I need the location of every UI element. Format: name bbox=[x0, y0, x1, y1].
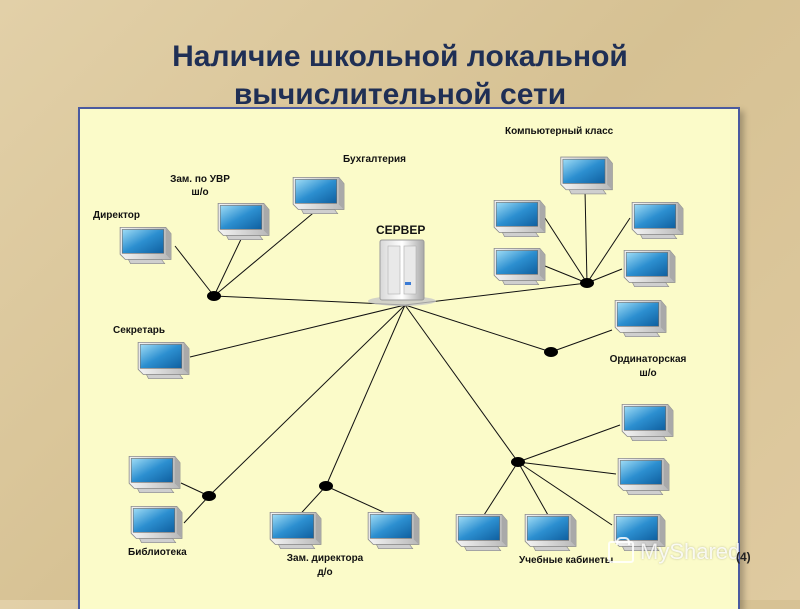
label-library: Библиотека bbox=[128, 546, 187, 558]
workstation-classroom-4-icon bbox=[617, 457, 670, 496]
workstation-classroom-3-icon bbox=[621, 403, 674, 442]
hub-deputy-director bbox=[319, 481, 333, 491]
page-number: (4) bbox=[736, 550, 751, 564]
workstation-class-1-icon bbox=[560, 156, 613, 195]
link-server-library-hub bbox=[208, 304, 406, 497]
watermark-text: MyShared bbox=[640, 539, 741, 564]
workstation-accounting-icon bbox=[292, 176, 345, 215]
workstation-director-icon bbox=[119, 226, 172, 265]
workstation-class-3-icon bbox=[631, 201, 684, 240]
workstation-class-4-icon bbox=[493, 247, 546, 286]
hub-computer-class bbox=[580, 278, 594, 288]
workstation-classroom-2-icon bbox=[524, 513, 577, 552]
hub-classrooms bbox=[511, 457, 525, 467]
label-deputy-director-line2: д/о bbox=[317, 567, 332, 578]
link-server-secretary bbox=[189, 304, 406, 358]
workstation-ordinator-icon bbox=[614, 299, 667, 338]
label-secretary: Секретарь bbox=[113, 325, 165, 336]
link-server-ordinator-hub bbox=[404, 304, 552, 353]
label-deputy-uvr-line2: ш/о bbox=[191, 187, 208, 198]
presentation-icon bbox=[608, 537, 634, 563]
watermark: MyShared bbox=[608, 537, 741, 566]
label-director: Директор bbox=[93, 210, 140, 221]
label-ordinator-line2: ш/о bbox=[639, 368, 656, 379]
hub-ordinator bbox=[544, 347, 558, 357]
slide-title: Наличие школьной локальной вычислительно… bbox=[0, 38, 800, 114]
workstation-deputy-director-1-icon bbox=[269, 511, 322, 550]
label-classrooms: Учебные кабинеты bbox=[519, 554, 613, 566]
hub-admin bbox=[207, 291, 221, 301]
workstation-library-1-icon bbox=[128, 455, 181, 494]
title-line-1: Наличие школьной локальной bbox=[172, 40, 628, 73]
label-deputy-uvr-line1: Зам. по УВР bbox=[170, 174, 230, 185]
workstation-class-5-icon bbox=[623, 249, 676, 288]
hub-library bbox=[202, 491, 216, 501]
title-line-2: вычислительной сети bbox=[233, 78, 567, 111]
workstation-deputy-uvr-icon bbox=[217, 202, 270, 241]
workstation-class-2-icon bbox=[493, 199, 546, 238]
server-label: СЕРВЕР bbox=[376, 223, 425, 237]
workstation-deputy-director-2-icon bbox=[367, 511, 420, 550]
link-server-deputy-hub bbox=[325, 304, 406, 487]
label-computer-class: Компьютерный класс bbox=[505, 126, 614, 137]
label-accounting: Бухгалтерия bbox=[343, 154, 406, 165]
label-deputy-director-line1: Зам. директора bbox=[287, 553, 364, 564]
link-server-classrooms-hub bbox=[404, 304, 519, 463]
workstation-secretary-icon bbox=[137, 341, 190, 380]
workstation-library-2-icon bbox=[130, 505, 183, 544]
workstation-classroom-1-icon bbox=[455, 513, 508, 552]
label-ordinator-line1: Ординаторская bbox=[610, 354, 687, 365]
server-icon bbox=[368, 239, 436, 306]
